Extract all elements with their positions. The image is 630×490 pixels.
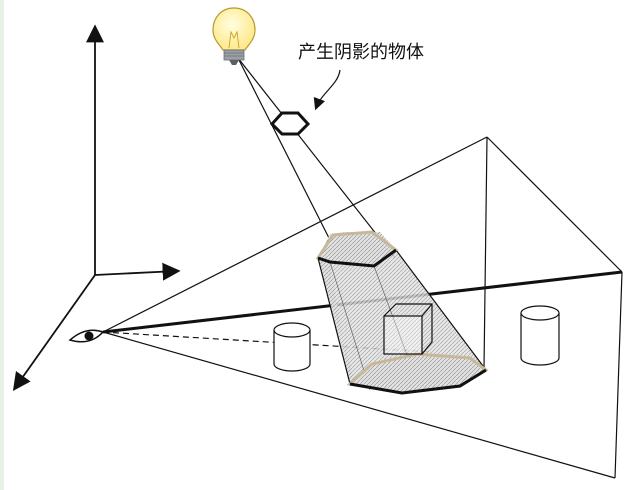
eye-icon <box>68 329 105 343</box>
cylinder-left <box>273 322 311 372</box>
coordinate-axes <box>12 24 181 391</box>
light-bulb-icon <box>212 7 256 65</box>
cube <box>383 303 433 355</box>
occluder-hexagon <box>269 111 311 136</box>
annotation-pointer <box>313 69 341 111</box>
light-rays <box>237 57 396 259</box>
left-border <box>0 0 4 490</box>
shadow-top-hexagon <box>315 230 399 268</box>
axis-x <box>94 262 181 281</box>
occluder-label: 产生阴影的物体 <box>298 42 424 63</box>
axis-z <box>12 274 96 391</box>
cylinder-right <box>520 305 560 366</box>
shadow-floor-hexagon <box>346 352 489 395</box>
